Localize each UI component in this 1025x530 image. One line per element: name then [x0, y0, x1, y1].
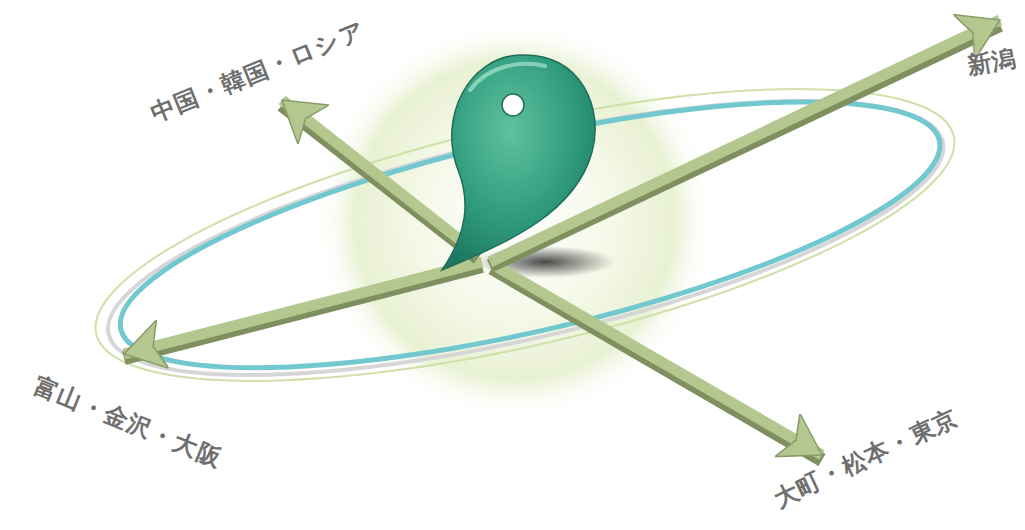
destination-label: 富山・金沢・大阪	[29, 370, 226, 475]
destination-label: 新潟	[965, 42, 1020, 82]
destination-label: 中国・韓国・ロシア	[146, 14, 369, 129]
destination-label: 大町・松本・東京	[769, 401, 964, 515]
magatama-bead	[442, 55, 595, 270]
